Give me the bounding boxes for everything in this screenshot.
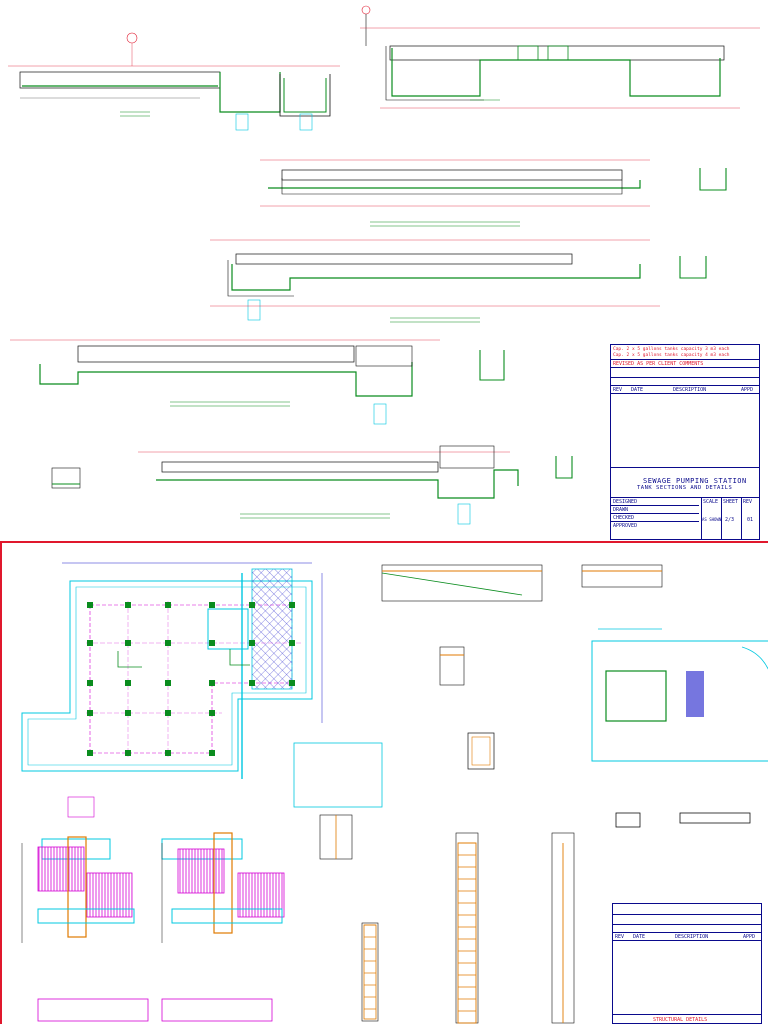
rev-value: 01 — [747, 517, 754, 523]
field-checked: CHECKED — [613, 515, 635, 521]
column-ties — [364, 842, 476, 1012]
details-drawing — [21, 562, 768, 1024]
column-marker — [289, 680, 295, 686]
rev-header-appd: APPD — [741, 387, 754, 393]
title-block-top: Cap. 2 x 5 gallons tanks capacity 3 m3 e… — [610, 344, 760, 540]
rev-label: REV — [743, 499, 753, 505]
column-marker — [165, 602, 171, 608]
field-designed: DESIGNED — [613, 499, 638, 505]
field-approved: APPROVED — [613, 523, 638, 529]
column-marker — [209, 602, 215, 608]
drawing-sheet-bottom: REV DATE DESCRIPTION APPD STRUCTURAL DET… — [0, 543, 768, 1024]
section-6 — [51, 445, 573, 525]
column-marker — [165, 750, 171, 756]
column-marker — [209, 750, 215, 756]
column-marker — [87, 680, 93, 686]
column-grid — [87, 602, 295, 756]
column-marker — [87, 750, 93, 756]
rev-header-date-bottom: DATE — [633, 934, 646, 940]
rev-header-description-bottom: DESCRIPTION — [675, 934, 709, 940]
detail-sections-upper — [381, 564, 768, 828]
rev-header-rev: REV — [613, 387, 623, 393]
column-marker — [289, 602, 295, 608]
column-marker — [209, 710, 215, 716]
scale-value: AS SHOWN — [702, 517, 722, 522]
note-1: Cap. 2 x 5 gallons tanks capacity 3 m3 e… — [613, 347, 730, 352]
title-block-bottom-label: STRUCTURAL DETAILS — [653, 1017, 708, 1023]
column-marker — [125, 640, 131, 646]
revision-note: REVISED AS PER CLIENT COMMENTS — [613, 361, 704, 367]
section-1 — [8, 32, 340, 131]
column-marker — [125, 710, 131, 716]
column-marker — [289, 640, 295, 646]
column-marker — [125, 750, 131, 756]
section-5 — [10, 339, 505, 425]
column-marker — [87, 710, 93, 716]
title-block-bottom: REV DATE DESCRIPTION APPD STRUCTURAL DET… — [612, 903, 762, 1024]
rev-header-description: DESCRIPTION — [673, 387, 707, 393]
column-marker — [125, 602, 131, 608]
column-marker — [249, 680, 255, 686]
scale-label: SCALE — [703, 499, 719, 505]
column-marker — [87, 640, 93, 646]
footing-details — [21, 796, 285, 1022]
note-2: Cap. 2 x 5 gallons tanks capacity 4 m3 e… — [613, 353, 730, 358]
column-marker — [249, 602, 255, 608]
section-4 — [210, 239, 707, 323]
rev-header-date: DATE — [631, 387, 644, 393]
column-marker — [165, 710, 171, 716]
section-3 — [260, 159, 727, 227]
column-marker — [209, 640, 215, 646]
rev-header-rev-bottom: REV — [615, 934, 625, 940]
column-marker — [165, 640, 171, 646]
section-2 — [360, 5, 760, 109]
drawing-title: TANK SECTIONS AND DETAILS — [637, 485, 733, 491]
sections-drawing — [8, 5, 760, 525]
column-marker — [165, 680, 171, 686]
rev-header-appd-bottom: APPD — [743, 934, 756, 940]
section-marker-icon — [126, 32, 138, 44]
field-drawn: DRAWN — [613, 507, 629, 513]
column-elevations — [319, 814, 575, 1024]
column-marker — [87, 602, 93, 608]
project-title: SEWAGE PUMPING STATION — [643, 477, 747, 485]
column-marker — [125, 680, 131, 686]
sheet-label: SHEET — [723, 499, 739, 505]
column-marker — [249, 640, 255, 646]
drawing-sheet-top: Cap. 2 x 5 gallons tanks capacity 3 m3 e… — [0, 5, 768, 543]
sheet-value: 2/3 — [725, 517, 735, 523]
column-marker — [209, 680, 215, 686]
foundation-plan — [21, 562, 383, 808]
